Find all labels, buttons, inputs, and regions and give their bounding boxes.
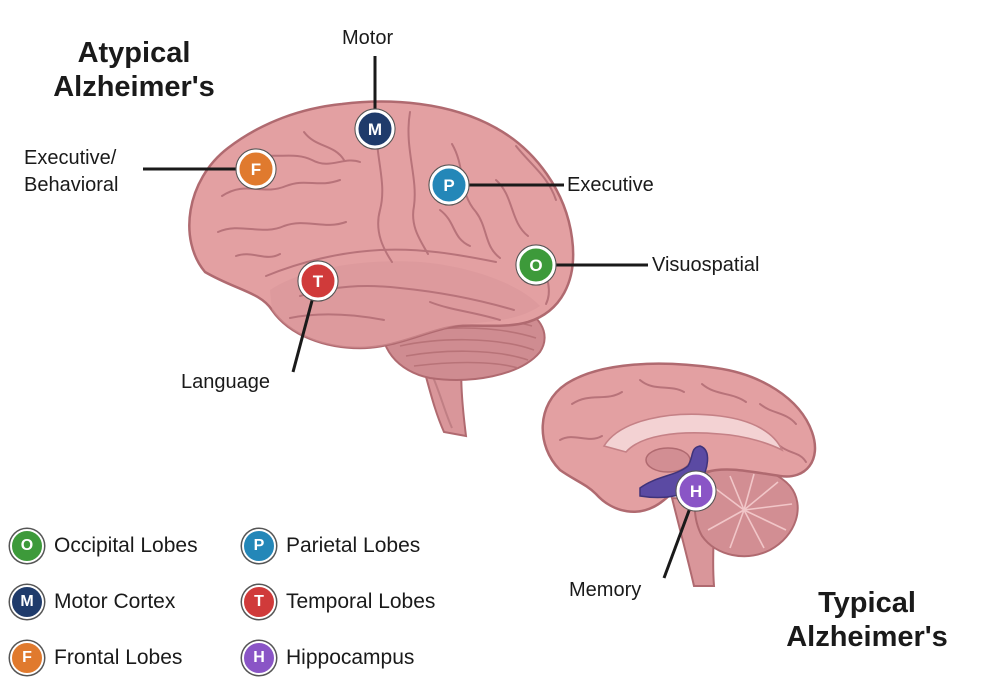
legend-label: Temporal Lobes: [286, 590, 436, 613]
legend-badge: F: [10, 641, 44, 675]
marker-motor: M: [354, 108, 396, 150]
marker-badges: M F P O T H: [235, 108, 717, 512]
label-executive-behavioral-line2: Behavioral: [24, 174, 119, 196]
marker-letter: M: [368, 120, 382, 139]
atypical-heading-line2: Alzheimer's: [53, 71, 215, 103]
marker-letter: H: [690, 482, 702, 501]
legend-badge: T: [242, 585, 276, 619]
legend-badge: M: [10, 585, 44, 619]
marker-frontal: F: [235, 148, 277, 190]
label-motor: Motor: [342, 27, 394, 49]
legend-label: Occipital Lobes: [54, 534, 198, 557]
marker-letter: T: [313, 272, 324, 291]
sagittal-cerebrum: [541, 362, 817, 513]
leader-temporal: [291, 296, 315, 373]
label-executive-behavioral-line1: Executive/: [24, 147, 117, 169]
legend-label: Parietal Lobes: [286, 534, 421, 557]
label-executive-behavioral: Executive/ Behavioral: [24, 145, 119, 199]
marker-letter: O: [529, 256, 542, 275]
legend-badge: P: [242, 529, 276, 563]
label-visuospatial: Visuospatial: [652, 254, 760, 276]
label-executive: Executive: [567, 174, 654, 196]
corpus-callosum: [602, 413, 784, 453]
typical-heading: Typical Alzheimer's: [776, 586, 958, 654]
legend-badge: H: [242, 641, 276, 675]
label-memory: Memory: [569, 579, 642, 601]
sagittal-brain: [541, 362, 817, 587]
legend-item: F Frontal Lobes: [10, 640, 182, 676]
marker-letter: P: [443, 176, 454, 195]
typical-heading-line1: Typical: [818, 587, 916, 619]
marker-occipital: O: [515, 244, 557, 286]
legend-label: Hippocampus: [286, 646, 415, 669]
marker-temporal: T: [297, 260, 339, 302]
marker-parietal: P: [428, 164, 470, 206]
legend-badge: O: [10, 529, 44, 563]
legend-item: M Motor Cortex: [10, 584, 175, 620]
atypical-heading: Atypical Alzheimer's: [44, 36, 224, 104]
legend-item: T Temporal Lobes: [242, 584, 435, 620]
leader-hippo: [662, 507, 692, 579]
typical-heading-line2: Alzheimer's: [786, 621, 948, 653]
atypical-heading-line1: Atypical: [77, 37, 191, 69]
lateral-brain: [188, 100, 575, 438]
legend-label: Frontal Lobes: [54, 646, 183, 669]
label-language: Language: [181, 371, 270, 393]
marker-hippo: H: [675, 470, 717, 512]
legend-item: P Parietal Lobes: [242, 528, 420, 564]
legend-label: Motor Cortex: [54, 590, 176, 613]
legend-item: O Occipital Lobes: [10, 528, 198, 564]
marker-letter: F: [251, 160, 261, 179]
legend-item: H Hippocampus: [242, 640, 414, 676]
